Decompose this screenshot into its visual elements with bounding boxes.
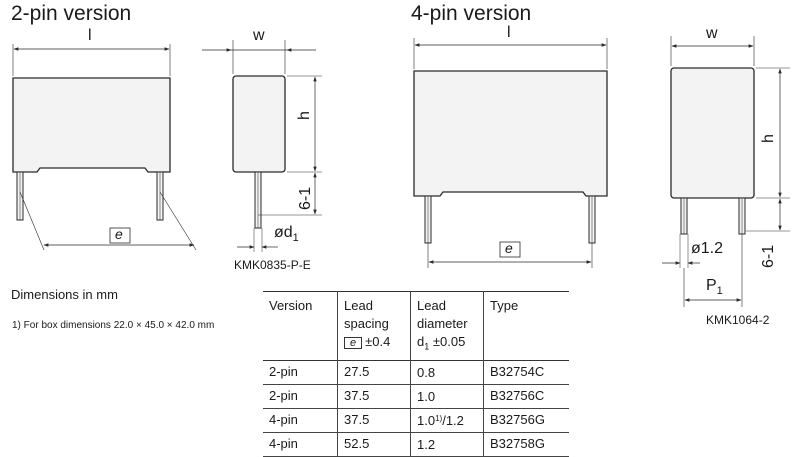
two-pin-lead-length-label: 6-1	[297, 186, 314, 210]
cell-diameter: 0.8	[410, 360, 484, 385]
two-pin-spacing-label: e	[115, 226, 123, 242]
two-pin-width-label: w	[253, 27, 265, 44]
cell-type: B32756C	[483, 384, 569, 409]
four-pin-front-view	[413, 38, 608, 268]
dimensions-note: Dimensions in mm	[11, 287, 118, 302]
cell-type: B32754C	[483, 360, 569, 385]
cell-version: 4-pin	[269, 411, 298, 427]
cell-version: 2-pin	[269, 387, 298, 403]
cell-diameter: 1.01)/1.2	[410, 408, 484, 433]
cell-type: B32758G	[483, 432, 569, 457]
type-table: Version Lead spacing e±0.4 Lead diameter…	[263, 291, 569, 457]
two-pin-height-label: h	[296, 111, 313, 120]
cell-type: B32756G	[483, 408, 569, 433]
cell-spacing: 27.5	[337, 360, 411, 385]
header-lead-diameter: Lead diameter d1 ±0.05	[410, 291, 484, 361]
four-pin-pitch-label: P1	[706, 277, 723, 298]
cell-spacing: 37.5	[337, 408, 411, 433]
two-pin-heading: 2-pin version	[11, 2, 132, 25]
table-header-row: Version Lead spacing e±0.4 Lead diameter…	[263, 291, 569, 361]
table-row: 4-pin 52.5 1.2 B32758G	[263, 432, 569, 457]
four-pin-lead-length-label: 6-1	[760, 244, 777, 268]
table-row: 2-pin 37.5 1.0 B32756C	[263, 384, 569, 409]
table-row: 4-pin 37.5 1.01)/1.2 B32756G	[263, 408, 569, 433]
two-pin-drawing-code: KMK0835-P-E	[234, 258, 311, 272]
four-pin-length-label: l	[507, 24, 511, 41]
header-lead-spacing: Lead spacing e±0.4	[337, 291, 411, 361]
table-row: 2-pin 27.5 0.8 B32754C	[263, 360, 569, 385]
four-pin-diameter-label: ø1.2	[691, 240, 724, 257]
four-pin-width-label: w	[706, 25, 718, 42]
footnote: 1) For box dimensions 22.0 × 45.0 × 42.0…	[12, 320, 215, 331]
cell-version: 4-pin	[269, 435, 298, 451]
cell-version: 2-pin	[269, 363, 298, 379]
cell-spacing: 52.5	[337, 432, 411, 457]
cell-spacing: 37.5	[337, 384, 411, 409]
two-pin-side-view	[202, 40, 322, 252]
four-pin-height-label: h	[760, 134, 777, 143]
header-type: Type	[483, 291, 569, 361]
four-pin-spacing-label: e	[505, 240, 513, 256]
cell-diameter: 1.2	[410, 432, 484, 457]
four-pin-side-view	[662, 36, 790, 307]
four-pin-heading: 4-pin version	[411, 2, 532, 25]
two-pin-diameter-label: ød1	[274, 224, 299, 245]
four-pin-drawing-code: KMK1064-2	[706, 313, 770, 327]
two-pin-length-label: l	[88, 27, 92, 44]
header-version: Version	[269, 298, 313, 313]
cell-diameter: 1.0	[410, 384, 484, 409]
two-pin-front-view	[12, 44, 197, 251]
